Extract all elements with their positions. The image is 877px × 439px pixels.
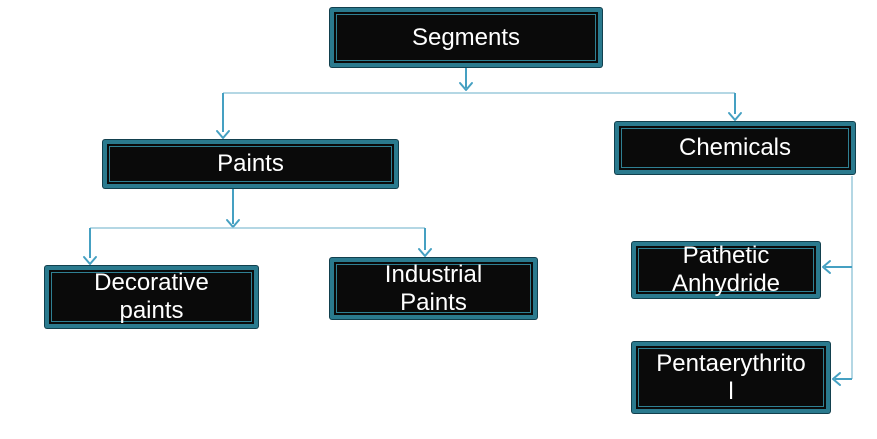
arrowhead-pentaerythritol-left-icon	[832, 372, 841, 386]
node-pathetic-anhydride: Pathetic Anhydride	[632, 242, 820, 298]
node-pentaerythritol: Pentaerythritol	[632, 342, 830, 413]
node-chemicals: Chemicals	[615, 122, 855, 174]
arrowhead-industrial-down-icon	[418, 248, 432, 257]
node-decorative-paints: Decorative paints	[45, 266, 258, 328]
node-pathetic-anhydride-label: Pathetic Anhydride	[671, 242, 781, 297]
node-industrial-paints-label: Industrial Paints	[384, 260, 483, 316]
node-paints-label: Paints	[217, 150, 284, 178]
node-segments: Segments	[330, 8, 602, 67]
arrowhead-pathetic-left-icon	[822, 260, 831, 274]
arrowhead-paints-split-down-icon	[226, 219, 240, 228]
arrowhead-chemicals-down-icon	[728, 112, 742, 121]
arrowhead-decorative-down-icon	[83, 256, 97, 265]
node-industrial-paints: Industrial Paints	[330, 258, 537, 319]
node-chemicals-label: Chemicals	[678, 134, 792, 162]
node-decorative-paints-label: Decorative paints	[94, 269, 209, 324]
arrowhead-paints-down-icon	[216, 130, 230, 139]
node-paints: Paints	[103, 140, 398, 188]
arrowhead-segments-down-icon	[459, 82, 473, 91]
node-segments-label: Segments	[411, 23, 521, 51]
node-pentaerythritol-label: Pentaerythritol	[656, 349, 806, 405]
